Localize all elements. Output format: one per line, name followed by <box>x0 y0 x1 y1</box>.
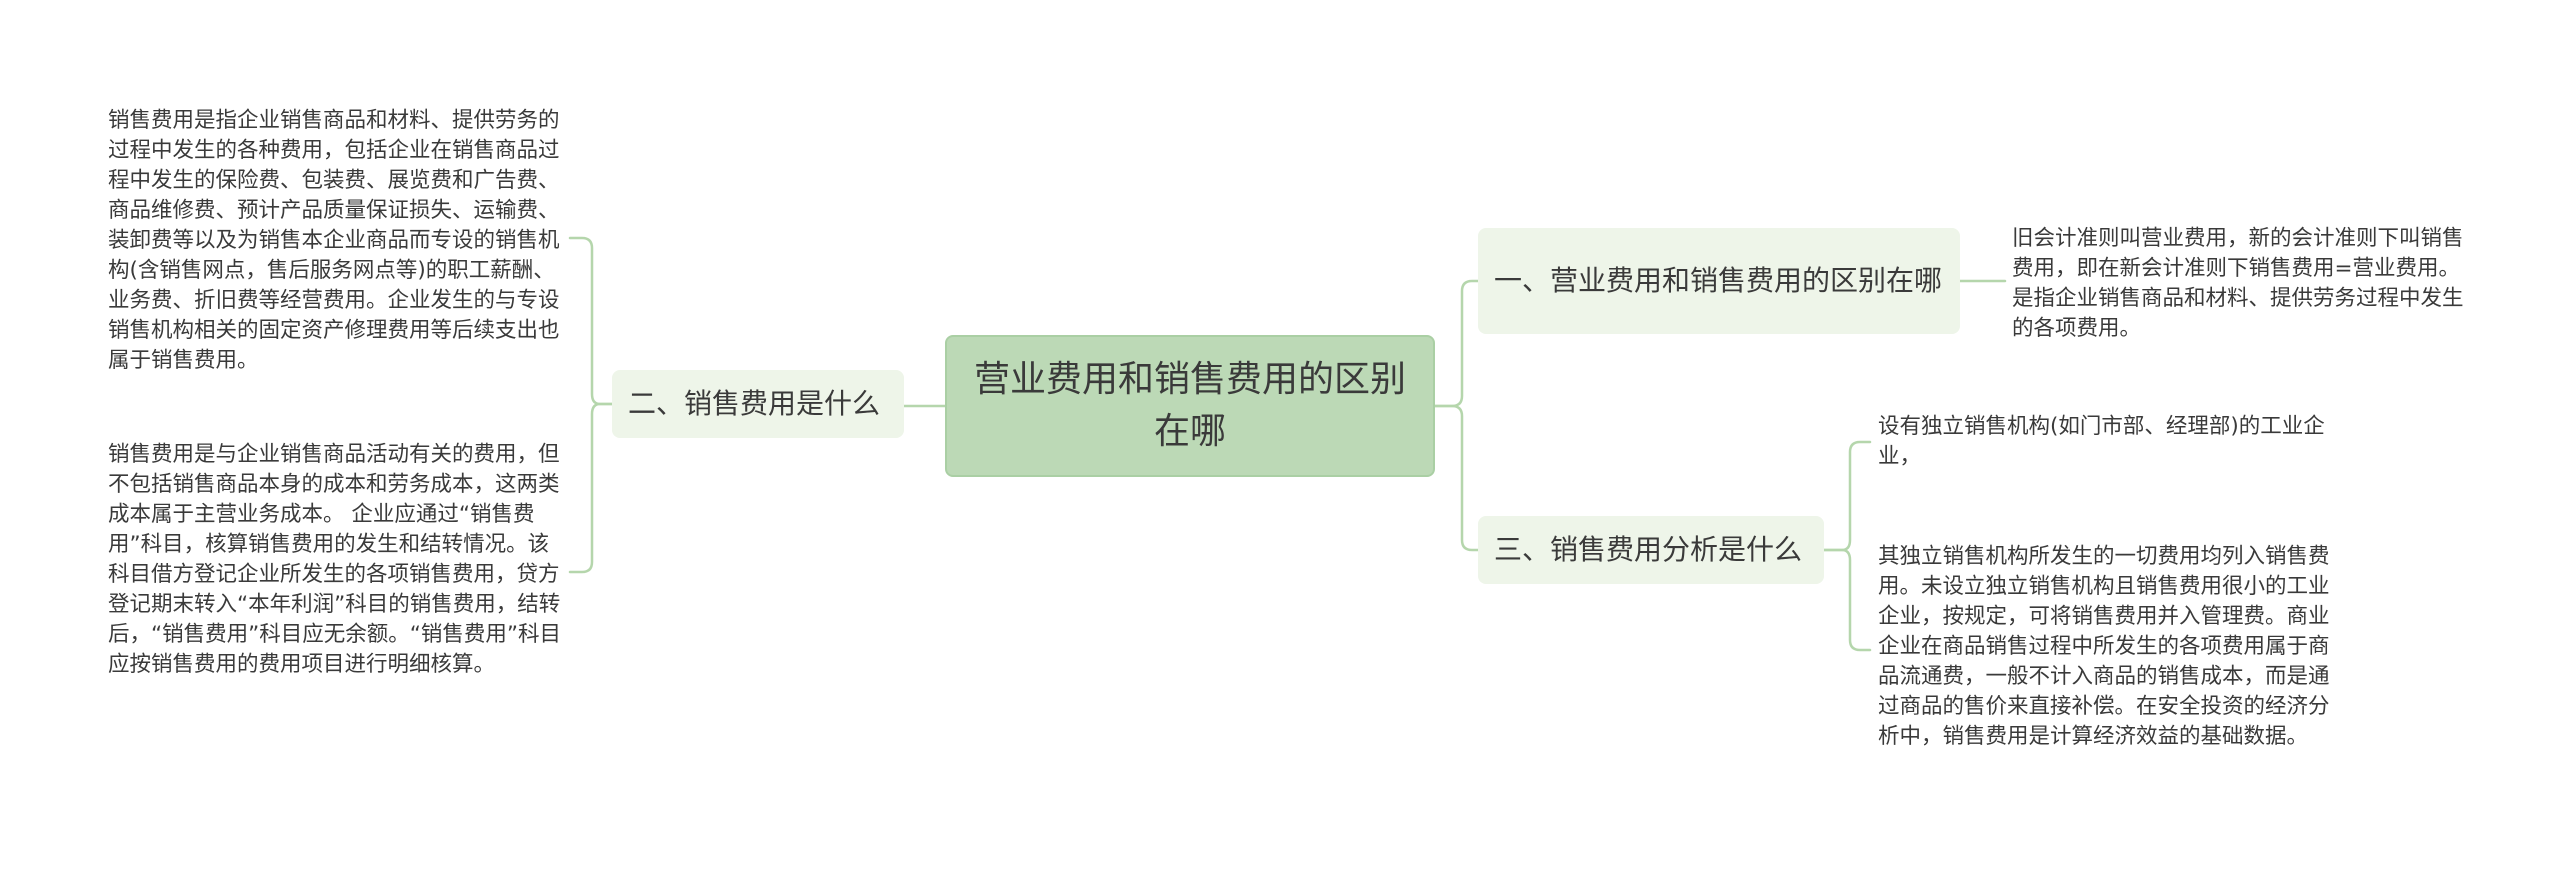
connector-root-right-1 <box>1433 279 1480 408</box>
connector-r2-leaf-2 <box>1822 548 1872 652</box>
leaf-text-analysis: 其独立销售机构所发生的一切费用均列入销售费用。未设立独立销售机构且销售费用很小的… <box>1878 544 2330 749</box>
branch-title: 二、销售费用是什么 <box>628 387 881 420</box>
connector-left-leaf-1 <box>568 236 614 406</box>
leaf-text-accounting: 销售费用是与企业销售商品活动有关的费用，但不包括销售商品本身的成本和劳务成本，这… <box>108 442 562 677</box>
branch-node-what-is-sales-expense[interactable]: 二、销售费用是什么 <box>612 370 904 438</box>
connector-left-leaf-2 <box>568 402 614 574</box>
connector-root-right-2 <box>1433 404 1480 552</box>
branch-title: 一、营业费用和销售费用的区别在哪 <box>1494 264 1943 297</box>
root-title: 营业费用和销售费用的区别在哪 <box>973 359 1406 452</box>
branch-node-difference[interactable]: 一、营业费用和销售费用的区别在哪 <box>1478 228 1960 334</box>
root-node[interactable]: 营业费用和销售费用的区别在哪 <box>945 335 1435 477</box>
branch-title: 三、销售费用分析是什么 <box>1494 533 1803 566</box>
leaf-text-difference: 旧会计准则叫营业费用，新的会计准则下叫销售费用，即在新会计准则下销售费用=营业费… <box>2012 226 2464 341</box>
leaf-text-definition: 销售费用是指企业销售商品和材料、提供劳务的过程中发生的各种费用，包括企业在销售商… <box>108 108 560 373</box>
leaf-text-industrial-enterprise: 设有独立销售机构(如门市部、经理部)的工业企业， <box>1878 414 2325 469</box>
connector-r2-leaf-1 <box>1822 440 1872 552</box>
branch-node-sales-expense-analysis[interactable]: 三、销售费用分析是什么 <box>1478 516 1824 584</box>
